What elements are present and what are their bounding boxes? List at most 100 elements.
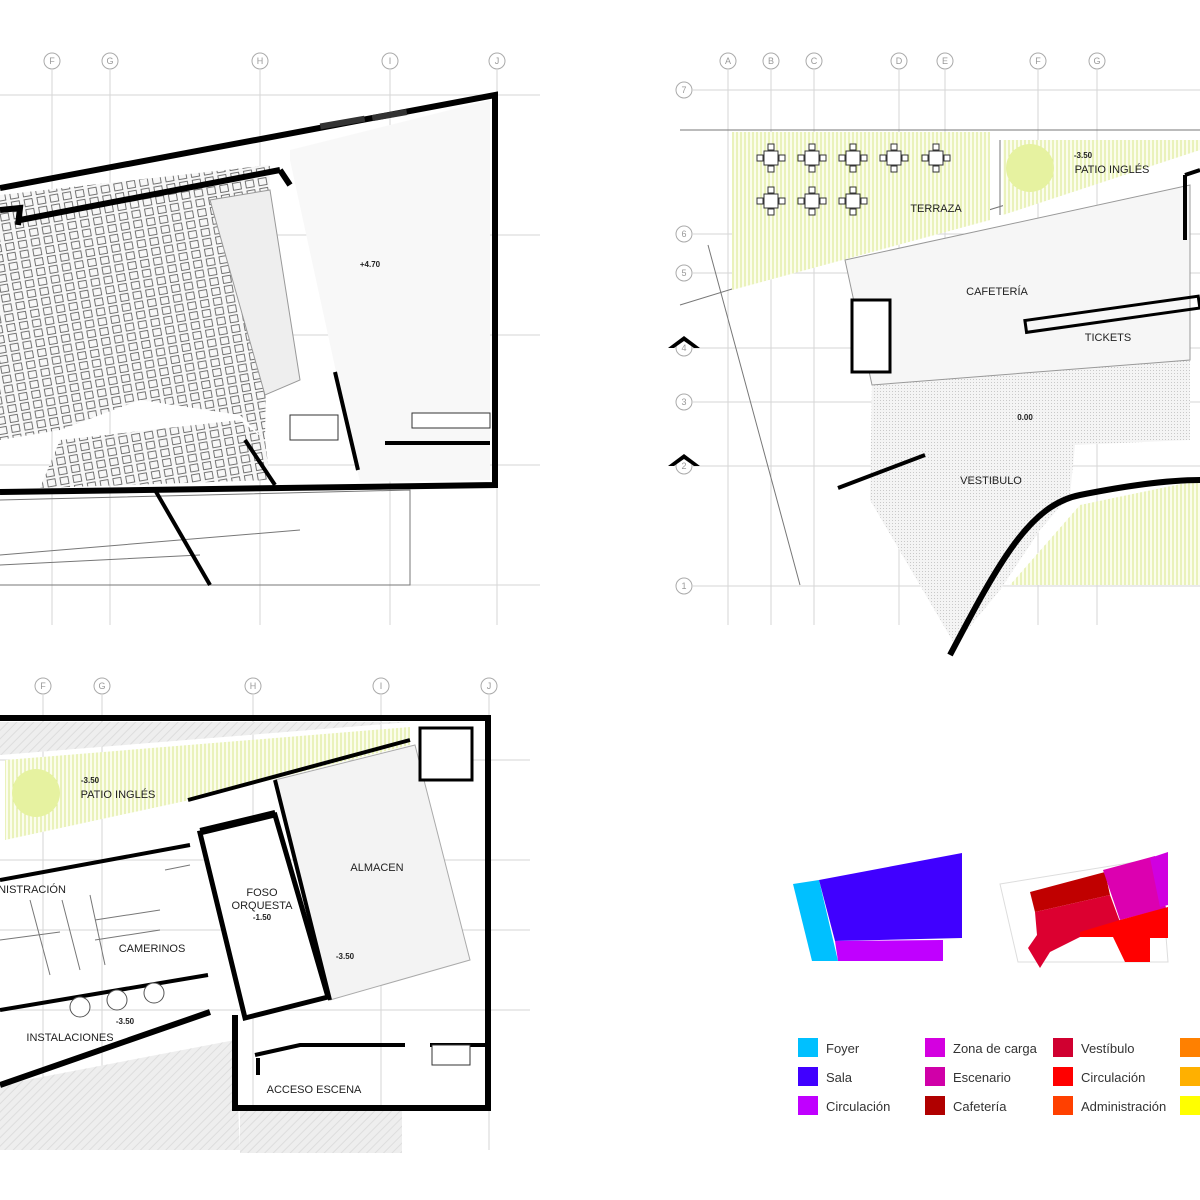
table-icon	[921, 143, 951, 173]
section-marker-icon	[668, 336, 700, 348]
instalaciones-label: INSTALACIONES	[26, 1032, 113, 1044]
legend-item: Escenario	[925, 1067, 1011, 1086]
legend-item: Foyer	[798, 1038, 860, 1057]
legend-swatch	[1053, 1038, 1073, 1057]
outer-wall	[0, 715, 491, 1111]
grid-label: G	[106, 56, 113, 66]
zone-circulacion	[835, 940, 943, 961]
table-icon	[797, 143, 827, 173]
lift	[418, 726, 474, 782]
table-icon	[756, 143, 786, 173]
grid-marker	[381, 52, 399, 70]
grid-marker	[675, 577, 693, 595]
grid-marker	[675, 393, 693, 411]
grid-label: 7	[681, 85, 686, 95]
grid-label: H	[257, 56, 264, 66]
legend-swatch	[1053, 1067, 1073, 1086]
legend-label: Cafetería	[953, 1099, 1007, 1114]
legend-label: Sala	[826, 1070, 853, 1085]
grid-marker	[762, 52, 780, 70]
grid-marker	[936, 52, 954, 70]
zone-sala	[819, 853, 962, 941]
grid-marker	[480, 677, 498, 695]
legend-label: Administración	[1081, 1099, 1166, 1114]
grid-marker	[34, 677, 52, 695]
grid-label: I	[389, 56, 392, 66]
grid-marker	[675, 81, 693, 99]
grid-marker	[805, 52, 823, 70]
legend-label: Circulación	[1081, 1070, 1145, 1085]
section-marker-icon	[668, 454, 700, 466]
foso-level-label: -1.50	[253, 913, 272, 922]
installation-tanks	[69, 982, 165, 1018]
grid-label: I	[380, 681, 383, 691]
legend-swatch	[798, 1096, 818, 1115]
legend-label: Zona de carga	[953, 1041, 1038, 1056]
terrace-tables	[756, 143, 951, 216]
grid-marker	[890, 52, 908, 70]
legend-item: Circulación	[798, 1096, 890, 1115]
legend-label: Escenario	[953, 1070, 1011, 1085]
grid-label: H	[250, 681, 257, 691]
table-icon	[797, 186, 827, 216]
site-shade-top	[0, 722, 410, 755]
grid-label: J	[487, 681, 492, 691]
partition-lines	[0, 864, 191, 976]
stair	[850, 298, 892, 374]
grid-label: B	[768, 56, 774, 66]
legend-swatch	[798, 1038, 818, 1057]
patio-label: PATIO INGLÉS	[81, 788, 156, 801]
legend-item: Cafetería	[925, 1096, 1007, 1115]
grid-marker	[675, 264, 693, 282]
grid-marker	[372, 677, 390, 695]
legend-item	[1180, 1038, 1200, 1057]
window-strip	[371, 109, 408, 122]
outer-wall	[0, 91, 498, 495]
grid-label: F	[1035, 56, 1041, 66]
cafeteria-label: CAFETERÍA	[966, 285, 1028, 298]
outdoor-hatch-right	[1010, 480, 1200, 585]
legend-swatch	[1180, 1038, 1200, 1057]
table-icon	[879, 143, 909, 173]
site-shade	[0, 1040, 240, 1150]
grid-label: 6	[681, 229, 686, 239]
level-label: +4.70	[360, 260, 381, 269]
grid-label: 3	[681, 397, 686, 407]
tickets-label: TICKETS	[1085, 332, 1131, 344]
wall-segment	[0, 738, 411, 1012]
legend-swatch	[925, 1067, 945, 1086]
table-icon	[838, 186, 868, 216]
patio-hatch	[1003, 140, 1200, 215]
administracion-label: NISTRACIÓN	[0, 883, 66, 896]
ticket-counter	[1023, 294, 1200, 335]
grid-marker	[43, 52, 61, 70]
grid-marker	[675, 225, 693, 243]
legend-item: Administración	[1053, 1096, 1166, 1115]
legend-label: Foyer	[826, 1041, 860, 1056]
site-shade	[240, 1108, 402, 1153]
zone-site-outline	[999, 857, 1169, 963]
grid-label: C	[811, 56, 818, 66]
terrace-hatch	[732, 132, 990, 290]
legend-item: Sala	[798, 1067, 853, 1086]
stage-area	[209, 189, 301, 396]
grid-label: F	[40, 681, 46, 691]
grid-label: G	[98, 681, 105, 691]
seating-area	[0, 165, 270, 440]
legend-item	[1180, 1067, 1200, 1086]
orquesta-label: ORQUESTA	[232, 900, 294, 912]
stair	[431, 1044, 471, 1066]
grid-marker	[93, 677, 111, 695]
stair	[289, 414, 339, 441]
grid-marker	[244, 677, 262, 695]
camerinos-label: CAMERINOS	[119, 943, 186, 955]
terraza-label: TERRAZA	[910, 203, 962, 215]
tree	[1006, 144, 1054, 192]
wall-segment	[837, 168, 1200, 490]
inner-wall	[0, 167, 293, 226]
table-icon	[756, 186, 786, 216]
